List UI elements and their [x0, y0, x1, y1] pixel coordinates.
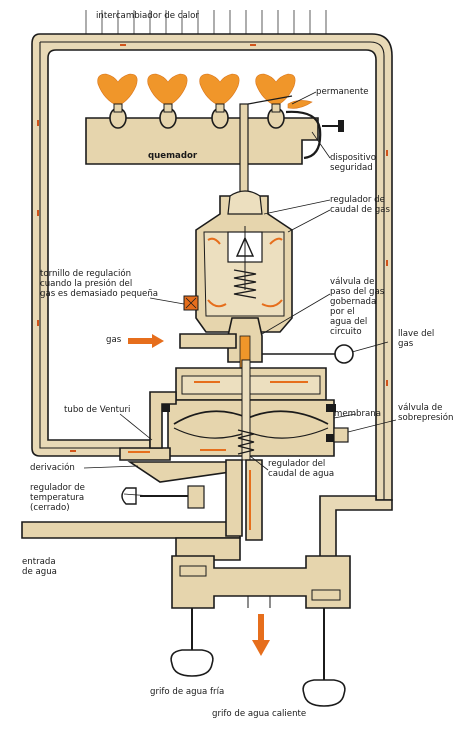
label-valvula-paso-5: agua del: [330, 317, 367, 327]
label-regulador-agua-1: regulador del: [268, 459, 325, 469]
gas-inlet-pipe: [128, 334, 236, 348]
label-valvula-sobre-2: sobrepresión: [398, 412, 453, 423]
label-tornillo-1: tornillo de regulación: [40, 268, 131, 279]
label-valvula-paso-1: válvula de: [330, 277, 374, 287]
burner-flames: [98, 74, 312, 108]
adjustment-screw: [184, 296, 198, 310]
label-valvula-paso-4: por el: [330, 307, 355, 317]
label-regulador-temp-2: temperatura: [30, 493, 84, 503]
hot-water-tap: [303, 608, 345, 706]
label-regulador-gas-1: regulador de: [330, 195, 385, 205]
label-valvula-paso-3: gobernada: [330, 297, 376, 307]
label-llave-gas-1: llave del: [398, 329, 434, 339]
label-derivacion: derivación: [30, 462, 75, 473]
label-entrada-agua-2: de agua: [22, 567, 57, 577]
label-tornillo-2: cuando la presión del: [40, 278, 132, 289]
cold-water-tap: [171, 608, 213, 676]
label-dispositivo-1: dispositivo: [330, 153, 376, 163]
label-regulador-gas-2: caudal de gas: [330, 205, 390, 215]
label-valvula-sobre-1: válvula de: [398, 403, 442, 413]
label-valvula-paso-2: paso del gas: [330, 287, 385, 297]
label-membrana: membrana: [334, 409, 381, 419]
label-tornillo-3: gas es demasiado pequeña: [40, 289, 158, 299]
label-llave-gas-2: gas: [398, 339, 414, 349]
label-regulador-temp-3: (cerrado): [30, 503, 70, 513]
label-permanente: permanente: [316, 87, 369, 97]
water-valve-body: [160, 360, 348, 460]
label-grifo-caliente: grifo de agua caliente: [212, 709, 306, 719]
label-valvula-paso-6: circuito: [330, 327, 362, 337]
label-dispositivo-2: seguridad: [330, 163, 373, 173]
label-regulador-agua-2: caudal de agua: [268, 469, 334, 479]
label-intercambiador: intercambiador de calor: [96, 11, 199, 21]
label-gas: gas: [106, 335, 122, 345]
bypass-wedge: [130, 462, 230, 482]
label-entrada-agua-1: entrada: [22, 557, 56, 567]
temperature-regulator: [122, 486, 204, 508]
label-regulador-temp-1: regulador de: [30, 483, 85, 493]
label-grifo-fria: grifo de agua fría: [150, 687, 224, 697]
burner-manifold: [86, 104, 318, 164]
label-venturi: tubo de Venturi: [64, 405, 130, 415]
gas-tap-icon: [262, 345, 353, 363]
label-quemador: quemador: [148, 151, 198, 161]
